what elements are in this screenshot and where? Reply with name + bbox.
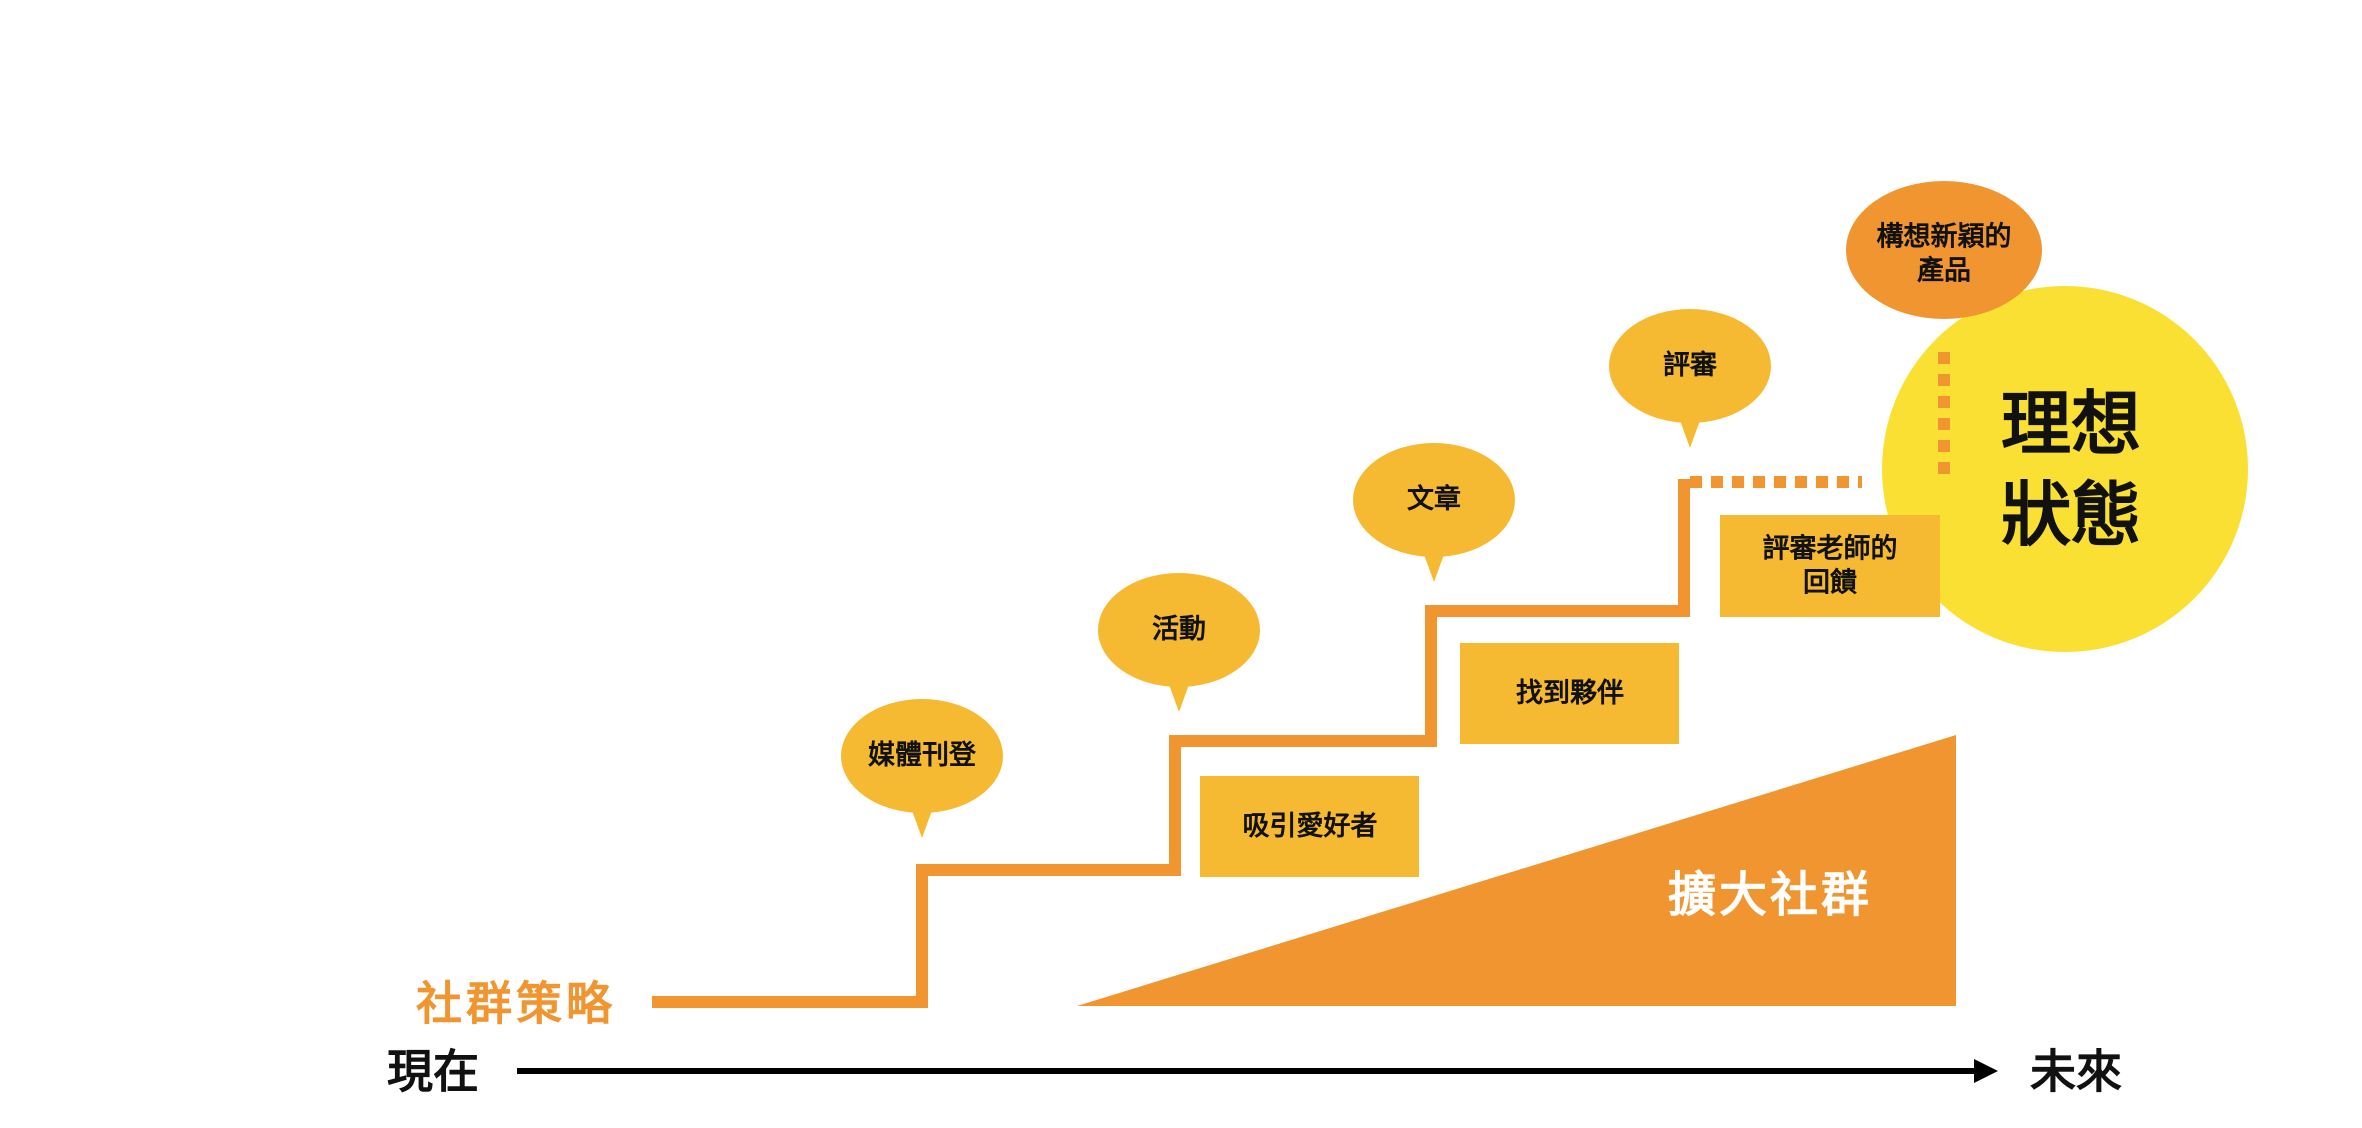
step-boxes: [1200, 515, 1940, 877]
bubble-media: [841, 699, 1003, 813]
box-partner: [1460, 643, 1679, 744]
step-label-partner: 找到夥伴: [1516, 678, 1624, 710]
box-feedback: [1720, 515, 1940, 617]
bubble-label-event: 活動: [1152, 614, 1206, 646]
step-label-feedback-line2: 回饋: [1803, 567, 1857, 598]
bubble-media-tail: [910, 805, 934, 838]
expand-community-label: 擴大社群: [1667, 867, 1873, 923]
bubble-article: [1353, 443, 1515, 557]
product-label: 構想新穎的 產品: [1877, 220, 2012, 288]
goal-label: 理想 狀態: [2001, 379, 2141, 561]
timeline-end-label: 未來: [2030, 1044, 2122, 1099]
bubble-article-tail: [1422, 549, 1446, 582]
timeline-arrowhead: [1974, 1059, 1998, 1083]
step-label-attract: 吸引愛好者: [1242, 811, 1378, 843]
box-attract: [1200, 776, 1419, 877]
timeline-start-label: 現在: [387, 1044, 479, 1099]
step-label-feedback-line1: 評審老師的: [1762, 533, 1898, 565]
goal-label-line2: 狀態: [2001, 474, 2141, 556]
product-label-line2: 產品: [1917, 255, 1971, 286]
bubble-label-media: 媒體刊登: [868, 740, 976, 772]
step-label-feedback: 評審老師的 回饋: [1763, 532, 1898, 600]
goal-label-line1: 理想: [2001, 383, 2141, 465]
bubble-label-review: 評審: [1663, 350, 1717, 382]
bubble-review-tail: [1678, 415, 1702, 448]
bubble-label-article: 文章: [1407, 484, 1461, 516]
goal-circle: [1882, 286, 2248, 652]
expand-triangle: [1077, 735, 1956, 1006]
speech-bubble-shapes: [841, 309, 1771, 838]
product-circle: [1846, 181, 2042, 319]
product-label-line1: 構想新穎的: [1876, 221, 2012, 253]
bubble-event: [1098, 573, 1260, 687]
strategy-label: 社群策略: [416, 976, 616, 1031]
bubble-review: [1609, 309, 1771, 423]
staircase-line: [652, 479, 1690, 1008]
bubble-event-tail: [1167, 679, 1191, 712]
